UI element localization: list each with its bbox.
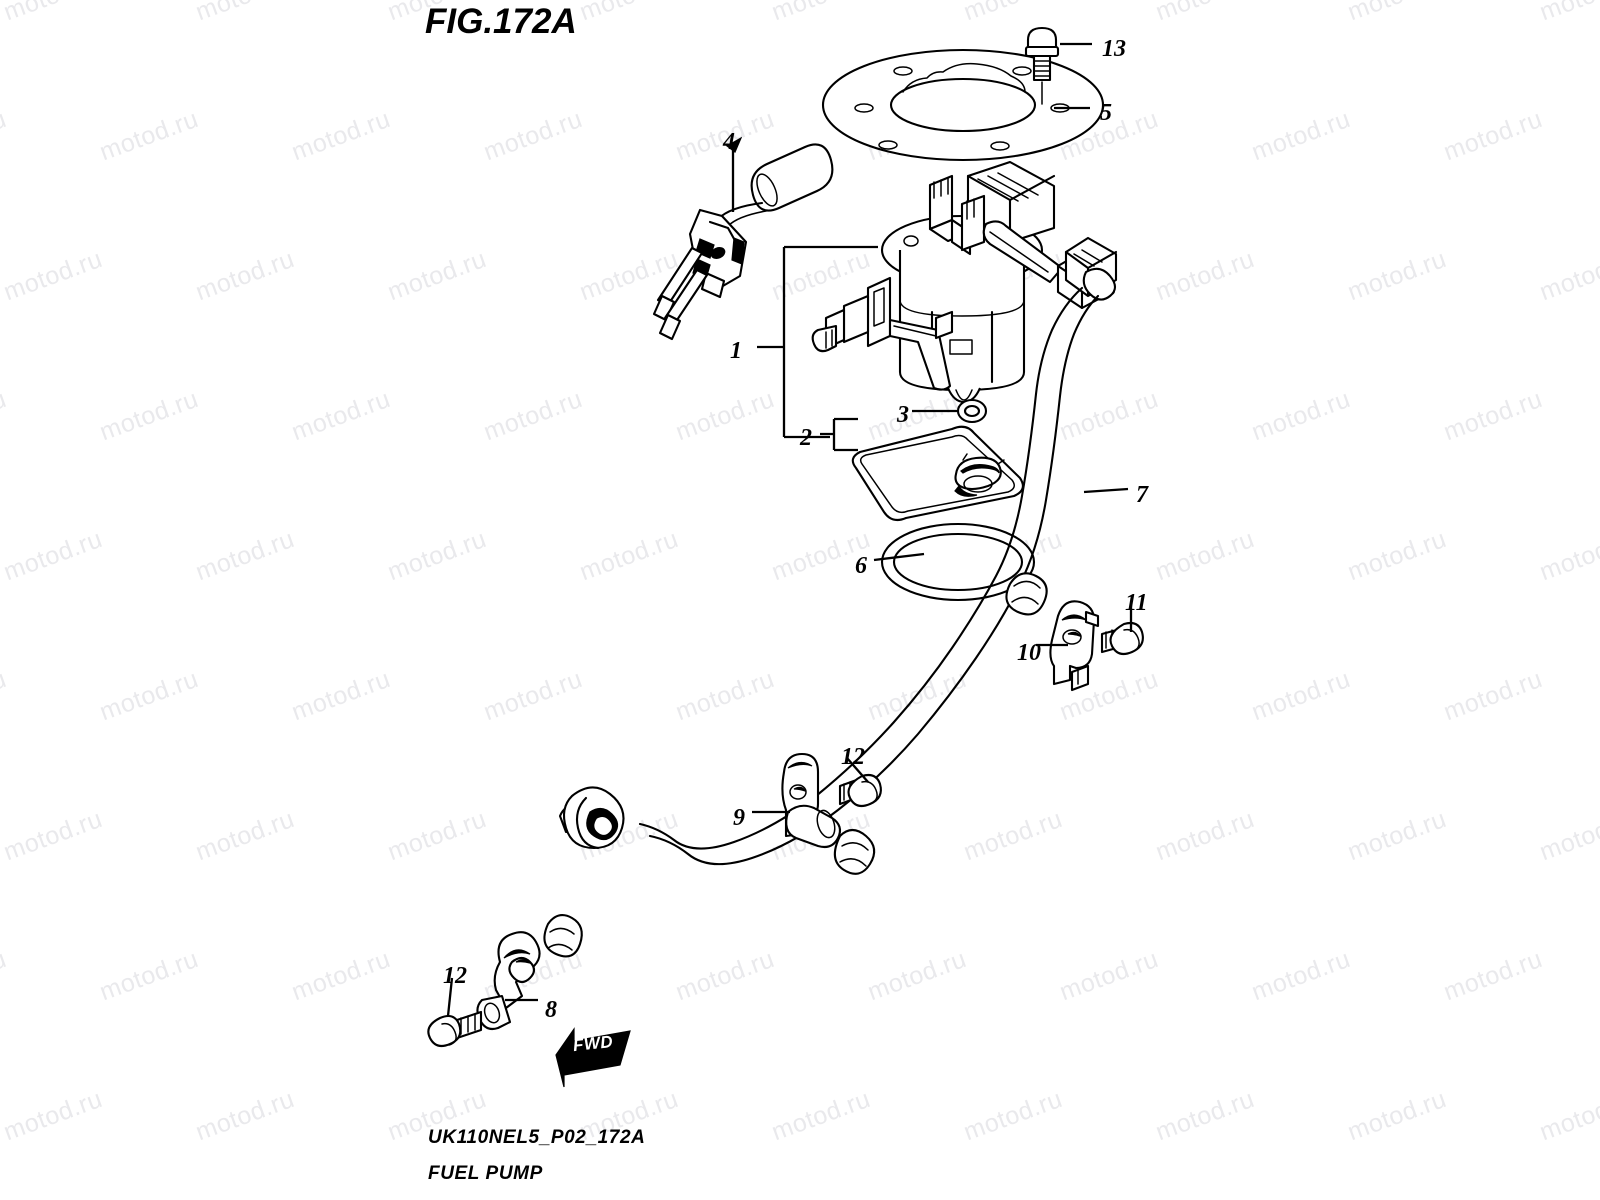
callout-bolt-lower: 12 bbox=[443, 963, 467, 989]
callout-hose-clamp-mid: 9 bbox=[733, 805, 745, 831]
callout-hose-clamp-upper: 10 bbox=[1017, 640, 1041, 666]
callout-o-ring-small: 3 bbox=[897, 402, 909, 428]
callout-fuel-level-sensor: 4 bbox=[723, 129, 735, 155]
hose-grommet-upper bbox=[1005, 572, 1048, 616]
part-fuel-pump-assembly bbox=[811, 160, 1116, 404]
figure-code: UK110NEL5_P02_172A bbox=[428, 1127, 646, 1148]
part-o-ring-small bbox=[956, 398, 988, 424]
callout-fuel-pump-plate: 5 bbox=[1100, 100, 1112, 126]
part-fuel-hose bbox=[543, 236, 1118, 958]
callout-o-ring-large: 6 bbox=[855, 553, 867, 579]
callout-fuel-hose: 7 bbox=[1136, 482, 1148, 508]
callout-bolt-upper: 11 bbox=[1125, 590, 1148, 616]
figure-title: FIG.172A bbox=[425, 2, 577, 41]
callout-fuel-filter: 2 bbox=[800, 425, 812, 451]
part-o-ring-large bbox=[880, 522, 1036, 602]
leader-lines bbox=[446, 42, 1133, 1017]
part-bolt-lower bbox=[427, 1010, 483, 1048]
callout-hose-clamp-lower: 8 bbox=[545, 997, 557, 1023]
hose-grommet-lower bbox=[543, 914, 583, 958]
callout-fuel-pump-assembly: 1 bbox=[730, 338, 742, 364]
part-fuel-filter bbox=[851, 425, 1024, 522]
fwd-marker bbox=[555, 1027, 631, 1088]
part-bolt-plate bbox=[1024, 26, 1060, 105]
part-hose-clamp-upper bbox=[1049, 600, 1100, 692]
callout-bolt-plate: 13 bbox=[1102, 36, 1126, 62]
fwd-label: FWD bbox=[572, 1031, 615, 1056]
hose-grommet-mid bbox=[833, 828, 876, 875]
callout-bolt-mid: 12 bbox=[841, 744, 865, 770]
figure-name: FUEL PUMP bbox=[428, 1163, 543, 1184]
part-bolt-mid bbox=[838, 773, 882, 808]
part-bolt-upper bbox=[1100, 621, 1144, 656]
part-hose-clamp-mid bbox=[781, 752, 842, 849]
part-fuel-level-sensor bbox=[652, 143, 834, 341]
